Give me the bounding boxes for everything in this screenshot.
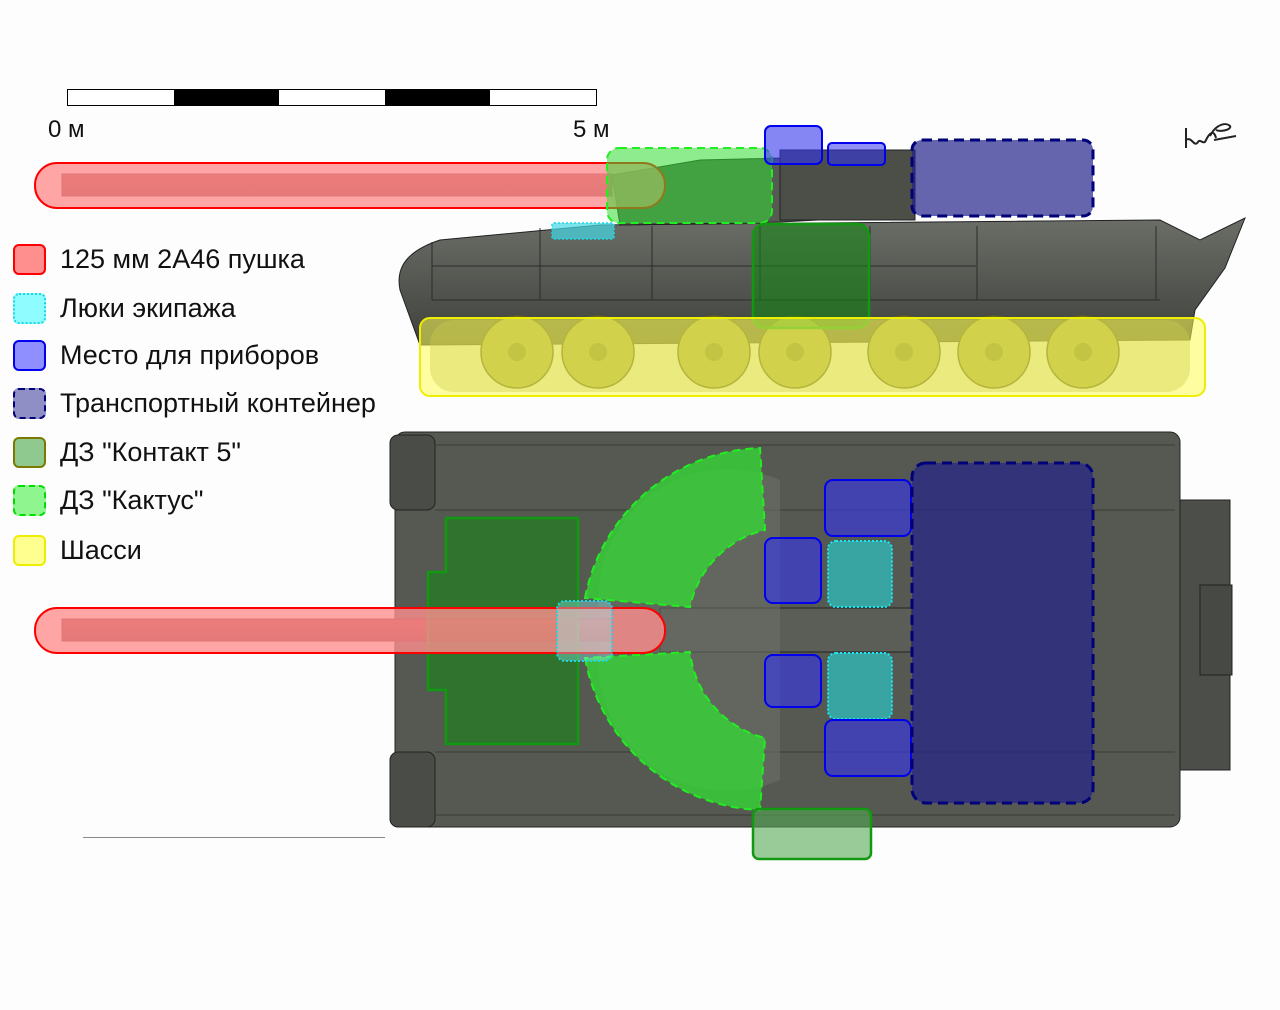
legend-label: Шасси (60, 535, 142, 565)
legend-item-kontakt5: ДЗ "Контакт 5" (13, 437, 241, 468)
instruments-top-1 (824, 479, 912, 537)
author-signature (1185, 123, 1237, 148)
kaktus-era-side (606, 147, 773, 224)
side-view (34, 125, 1246, 397)
gun-swatch (13, 244, 46, 275)
instruments-top-3 (764, 654, 822, 708)
instruments-side-1 (764, 125, 823, 165)
chassis-side (419, 317, 1206, 397)
hatch-swatch (13, 293, 46, 324)
gun-overlay-top (34, 607, 666, 654)
scale-bar (67, 89, 597, 106)
crew-hatch-1 (827, 540, 893, 608)
legend-label: ДЗ "Кактус" (60, 485, 204, 515)
crew-hatch-2 (827, 652, 893, 720)
chassis-swatch (13, 535, 46, 566)
legend-item-gun: 125 мм 2А46 пушка (13, 244, 305, 275)
instruments-top-2 (764, 537, 822, 604)
container-swatch (13, 388, 46, 419)
scale-segment (384, 90, 491, 105)
kontakt5-era-side-block (751, 807, 873, 861)
instruments-side-2 (827, 142, 886, 166)
legend-item-chassis: Шасси (13, 535, 142, 566)
instruments-top-4 (824, 719, 912, 777)
kaktus-era-arc-upper (583, 446, 767, 609)
kontakt5-era-side (751, 222, 871, 330)
crew-hatch-gunner (556, 600, 613, 662)
legend-label: Транспортный контейнер (60, 388, 376, 418)
legend-item-kaktus: ДЗ "Кактус" (13, 485, 204, 516)
legend-label: Место для приборов (60, 340, 320, 370)
instruments-swatch (13, 340, 46, 371)
kaktus-swatch (13, 485, 46, 516)
legend-label: Люки экипажа (60, 293, 236, 323)
scale-segment (173, 90, 280, 105)
scale-start-label: 0 м (48, 116, 85, 143)
top-view (34, 431, 1233, 861)
legend-item-transport-container: Транспортный контейнер (13, 388, 376, 419)
kaktus-era-arc-lower (583, 650, 767, 812)
legend-label: ДЗ "Контакт 5" (60, 437, 241, 467)
legend-item-crew-hatches: Люки экипажа (13, 293, 236, 324)
scale-end-label: 5 м (573, 116, 610, 143)
legend-item-instruments: Место для приборов (13, 340, 319, 371)
crew-hatch-side (551, 222, 615, 240)
transport-container-side (910, 138, 1095, 218)
scale-segment (490, 90, 596, 105)
divider-line (83, 837, 385, 838)
kontakt5-swatch (13, 437, 46, 468)
gun-overlay-side (34, 162, 666, 209)
legend-label: 125 мм 2А46 пушка (60, 244, 305, 274)
scale-segment (68, 90, 174, 105)
transport-container-top (910, 461, 1095, 805)
scale-segment (279, 90, 385, 105)
